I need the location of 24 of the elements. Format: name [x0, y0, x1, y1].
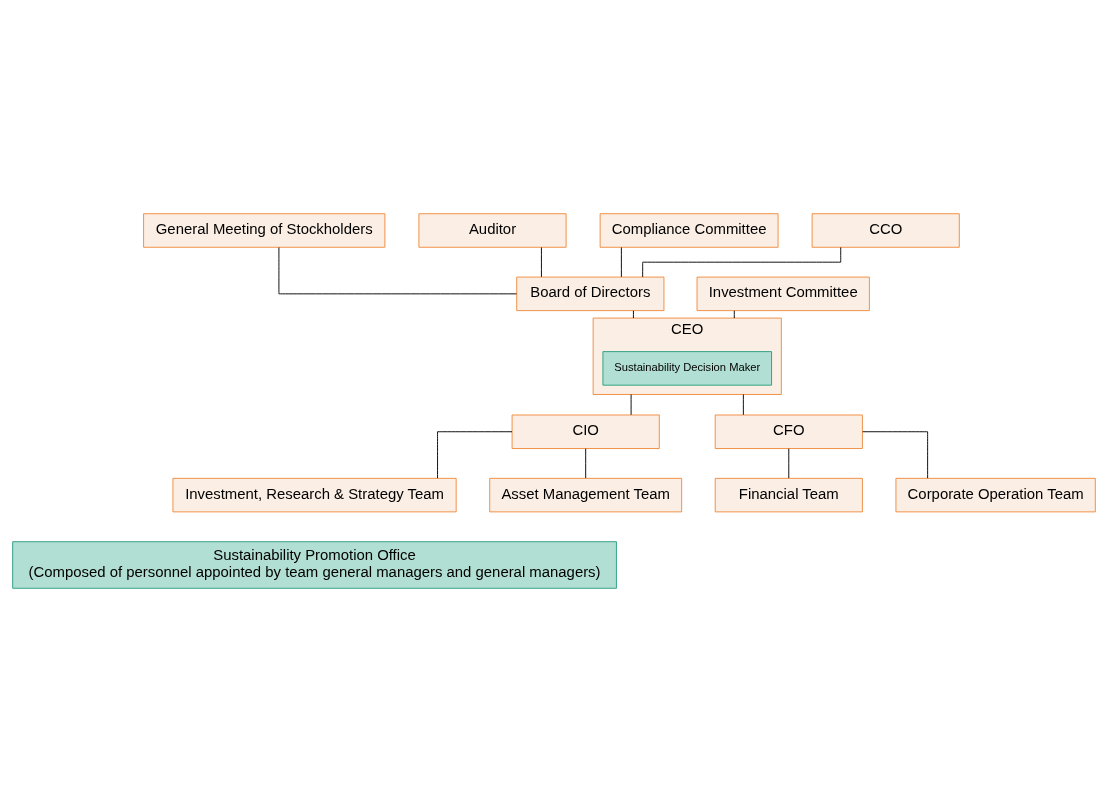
node-box: CFO — [714, 414, 863, 449]
node-box: Sustainability Decision Maker — [602, 350, 772, 386]
connector — [585, 447, 587, 479]
node-box: Board of Directors — [516, 276, 665, 311]
node-box: Corporate Operation Team — [895, 477, 1096, 512]
connector — [540, 246, 542, 277]
node-box: Financial Team — [714, 477, 863, 512]
node-box: Asset Management Team — [489, 477, 683, 512]
connector — [862, 430, 929, 479]
node-box: CIO — [511, 414, 660, 449]
connector — [632, 309, 634, 319]
node-box: Investment, Research & Strategy Team — [172, 477, 457, 512]
connector — [788, 447, 790, 479]
connector — [742, 393, 744, 415]
connector — [733, 309, 735, 319]
node-box: Sustainability Promotion Office (Composed of personnel appointed by team general managers and general managers) — [12, 540, 617, 589]
node-box: Investment Committee — [696, 276, 870, 311]
node-box: Compliance Committee — [599, 212, 779, 248]
connector — [437, 430, 513, 479]
connector — [620, 246, 622, 277]
node-box: Auditor — [418, 212, 567, 248]
node-box: CCO — [811, 212, 960, 248]
connector — [278, 246, 517, 294]
node-box: General Meeting of Stockholders — [143, 212, 386, 248]
